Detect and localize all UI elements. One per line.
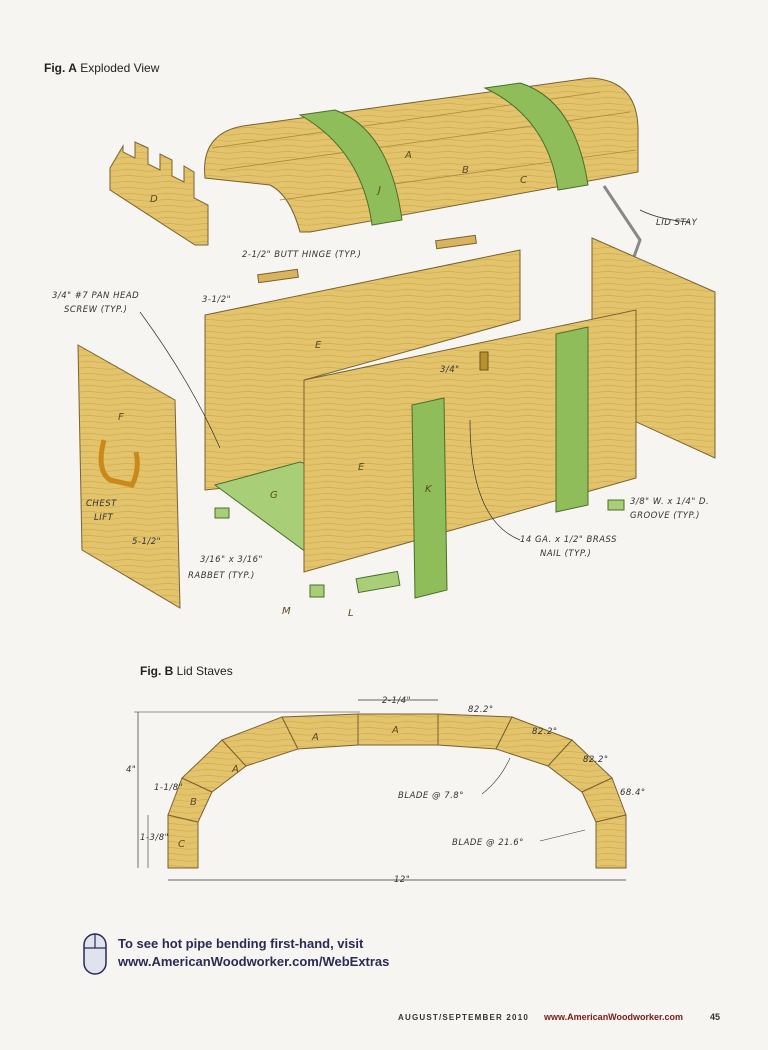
callout-5-5: 5-1/2": [132, 537, 161, 547]
callout-chest: CHEST: [86, 499, 117, 509]
part-label-g: G: [270, 490, 278, 501]
callout-pan-head-2: SCREW (TYP.): [64, 305, 127, 315]
part-l-block: [355, 570, 401, 594]
part-label-d: D: [150, 194, 158, 205]
lid-end-panel-d: D: [109, 141, 209, 246]
fig-a-label: Fig. A: [44, 61, 77, 75]
callout-lid-stay: LID STAY: [656, 218, 698, 228]
angle-4: 68.4°: [620, 788, 646, 798]
dim-width: 12": [394, 875, 410, 885]
front-panel-e: E 3/4": [303, 309, 637, 573]
web-extras-line1: To see hot pipe bending first-hand, visi…: [118, 936, 364, 951]
part-label-c: C: [520, 175, 527, 186]
fig-b-label: Fig. B: [140, 664, 174, 678]
blade-2: BLADE @ 21.6°: [452, 838, 524, 848]
dim-top: 2-1/4": [382, 696, 411, 706]
callout-3-4: 3/4": [440, 365, 460, 375]
angle-3: 82.2°: [583, 755, 609, 765]
callout-nail-2: NAIL (TYP.): [540, 549, 591, 559]
dim-1-1-8: 1-1/8": [154, 783, 183, 793]
part-label-l: L: [348, 608, 354, 619]
part-label-e-front: E: [358, 462, 365, 473]
page-footer: AUGUST/SEPTEMBER 2010 www.AmericanWoodwo…: [398, 1010, 728, 1026]
stave-a3: A: [391, 725, 399, 736]
chest-lift-handle: [98, 439, 140, 488]
callout-butt-hinge: 2-1/2" BUTT HINGE (TYP.): [242, 250, 362, 260]
stave-c: C: [178, 839, 185, 850]
chest-lid: A B C J: [204, 77, 639, 233]
stave-a2: A: [311, 732, 319, 743]
callout-rabbet-1: 3/16" x 3/16": [200, 555, 263, 565]
mouse-icon: [83, 933, 107, 975]
stave-arc: [167, 713, 627, 869]
fig-a-caption: Exploded View: [80, 61, 160, 75]
glue-block-2: [607, 499, 625, 511]
issue-date: AUGUST/SEPTEMBER 2010: [398, 1013, 530, 1022]
exploded-view-illustration: D A B C J LID STAY 2-1/2" BUTT HINGE (TY…: [52, 77, 716, 619]
web-extras-link[interactable]: www.AmericanWoodworker.com/WebExtras: [118, 954, 390, 969]
glue-block-1: [214, 507, 230, 519]
part-label-k: K: [425, 484, 433, 495]
callout-rabbet-2: RABBET (TYP.): [188, 571, 255, 581]
dim-1-3-8: 1-3/8": [140, 833, 169, 843]
angle-1: 82.2°: [468, 705, 494, 715]
callout-3-5: 3-1/2": [202, 295, 231, 305]
callout-nail-1: 14 GA. x 1/2" BRASS: [520, 535, 617, 545]
part-label-b: B: [462, 165, 469, 176]
stave-a1: A: [231, 764, 239, 775]
part-label-a: A: [404, 150, 412, 161]
fig-b-caption: Lid Staves: [176, 664, 233, 678]
part-label-e-back: E: [315, 340, 322, 351]
web-extras-promo: To see hot pipe bending first-hand, visi…: [82, 932, 412, 976]
callout-groove-2: GROOVE (TYP.): [630, 511, 700, 521]
part-label-j: J: [376, 185, 381, 196]
angle-2: 82.2°: [532, 727, 558, 737]
callout-lift: LIFT: [94, 513, 114, 523]
strap-k: K: [411, 397, 448, 599]
dim-height: 4": [126, 765, 136, 775]
fig-b-title: Fig. B Lid Staves: [140, 664, 233, 678]
part-label-m: M: [282, 606, 291, 617]
stave-b: B: [190, 797, 197, 808]
hinge-2: [257, 268, 299, 284]
footer-site-link[interactable]: www.AmericanWoodworker.com: [544, 1012, 684, 1022]
part-label-f: F: [118, 412, 124, 423]
left-end-panel-f: F CHEST LIFT 5-1/2": [77, 344, 181, 609]
hinge-1: [435, 234, 477, 250]
callout-groove-1: 3/8" W. x 1/4" D.: [630, 497, 709, 507]
fig-a-title: Fig. A Exploded View: [44, 61, 159, 75]
part-m-block: [309, 584, 325, 598]
callout-pan-head-1: 3/4" #7 PAN HEAD: [52, 291, 139, 301]
page-number: 45: [710, 1012, 721, 1022]
front-strap: [555, 326, 589, 513]
blade-1: BLADE @ 7.8°: [398, 791, 464, 801]
